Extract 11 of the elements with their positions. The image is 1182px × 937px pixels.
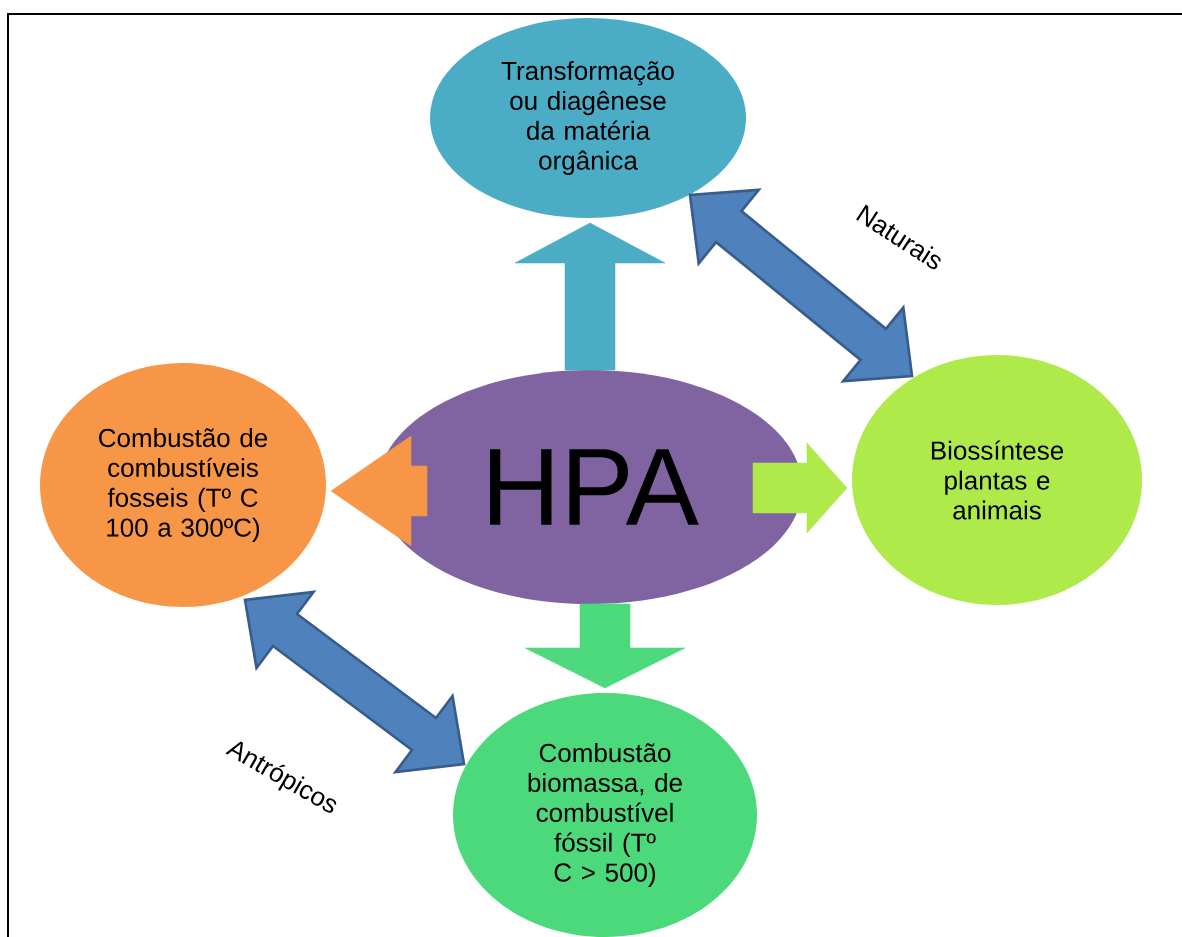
ellipse-node: Transformação ou diagênese da matéria orgânica — [430, 18, 746, 218]
block-arrow — [752, 442, 848, 534]
ellipse-node: Combustão de combustíveis fosseis (Tº C 100 a 300ºC) — [40, 363, 326, 607]
block-arrow — [243, 590, 466, 774]
ellipse-node: HPA — [377, 370, 803, 604]
block-arrow — [524, 603, 686, 689]
ellipse-node: Combustão biomassa, de combustível fóssil (Tº C > 500) — [453, 693, 757, 937]
block-arrow — [688, 188, 914, 383]
block-arrow — [330, 435, 428, 547]
block-arrow — [514, 222, 666, 371]
ellipse-node: Biossíntese plantas e animais — [852, 355, 1142, 605]
